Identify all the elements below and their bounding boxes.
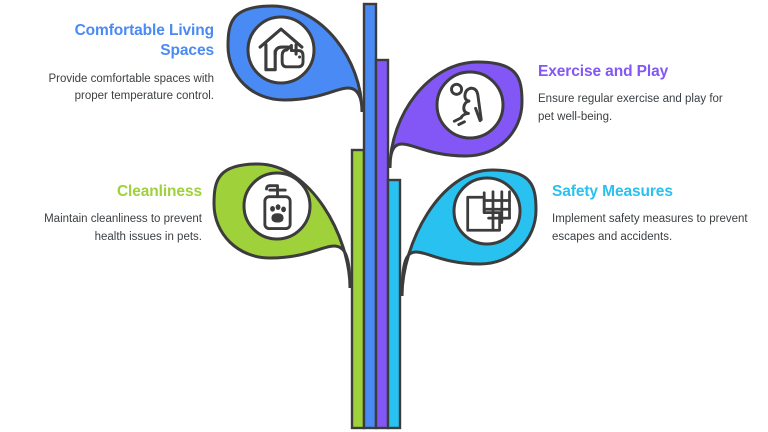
text-block-exercise-and-play: Exercise and Play Ensure regular exercis… bbox=[538, 62, 738, 126]
branch-title-exercise-and-play: Exercise and Play bbox=[538, 63, 669, 80]
branch-cleanliness[interactable] bbox=[212, 162, 352, 289]
trunk-stripe-safety bbox=[386, 178, 402, 430]
trunk-stripe-cleanliness bbox=[350, 148, 366, 430]
text-block-comfortable-living-spaces: Comfortable Living Spaces Provide comfor… bbox=[22, 21, 214, 106]
trunk-stripe-exercise bbox=[374, 58, 390, 430]
branch-body-cleanliness: Maintain cleanliness to prevent health i… bbox=[44, 213, 202, 243]
icon-disc-safety-measures bbox=[452, 176, 522, 246]
branch-comfortable-living-spaces[interactable] bbox=[226, 4, 364, 113]
text-block-safety-measures: Safety Measures Implement safety measure… bbox=[552, 182, 748, 246]
text-block-cleanliness: Cleanliness Maintain cleanliness to prev… bbox=[22, 182, 202, 246]
trunk bbox=[350, 2, 402, 430]
branch-title-cleanliness: Cleanliness bbox=[116, 183, 202, 200]
branch-title-safety-measures: Safety Measures bbox=[552, 183, 673, 200]
branch-title-comfortable-living-spaces: Comfortable Living Spaces bbox=[74, 22, 215, 60]
branch-exercise-and-play[interactable] bbox=[388, 60, 524, 169]
icon-disc-exercise-and-play bbox=[435, 70, 505, 140]
branch-body-comfortable-living-spaces: Provide comfortable spaces with proper t… bbox=[48, 72, 214, 103]
branch-body-safety-measures: Implement safety measures to prevent esc… bbox=[552, 213, 748, 243]
trunk-stripe-comfortable bbox=[362, 2, 378, 430]
branch-safety-measures[interactable] bbox=[400, 168, 538, 297]
icon-disc-comfortable-living-spaces bbox=[246, 15, 316, 85]
branch-body-exercise-and-play: Ensure regular exercise and play for pet… bbox=[538, 93, 723, 123]
